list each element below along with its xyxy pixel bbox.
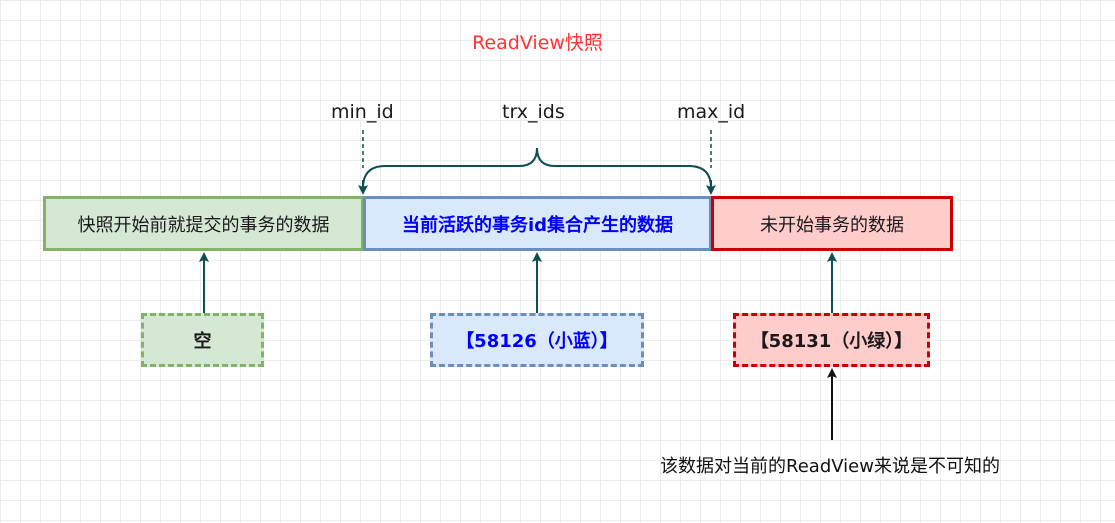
trx-ids-brace bbox=[362, 147, 712, 189]
xiaolv-example-box: 【58131（小绿）】 bbox=[733, 313, 930, 367]
min-id-label: min_id bbox=[331, 101, 394, 123]
future-segment: 未开始事务的数据 bbox=[711, 196, 953, 251]
xiaolan-example-box: 【58126（小蓝）】 bbox=[430, 313, 644, 367]
empty-example-box: 空 bbox=[141, 313, 264, 367]
max-id-label: max_id bbox=[677, 101, 746, 123]
active-segment: 当前活跃的事务id集合产生的数据 bbox=[363, 196, 712, 251]
unknown-note: 该数据对当前的ReadView来说是不可知的 bbox=[660, 456, 1000, 477]
trx-ids-label: trx_ids bbox=[502, 101, 565, 123]
diagram-title: ReadView快照 bbox=[472, 32, 603, 54]
committed-segment: 快照开始前就提交的事务的数据 bbox=[43, 196, 364, 251]
